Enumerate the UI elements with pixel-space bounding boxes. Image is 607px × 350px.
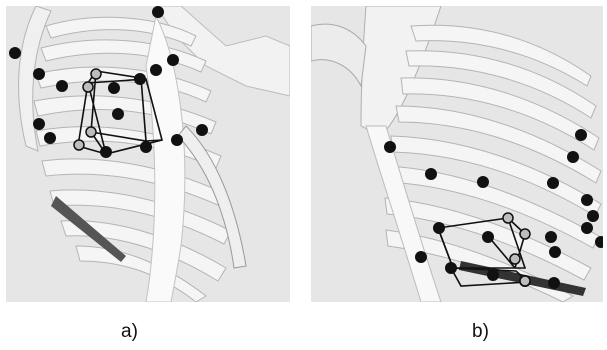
panel-a-viewport — [6, 6, 290, 302]
panel-a-caption: a) — [121, 321, 138, 343]
panel-b-viewport — [311, 6, 603, 302]
panel-a-skeleton-render — [6, 6, 290, 302]
panel-b-caption: b) — [472, 321, 489, 343]
panel-b-skeleton-render — [311, 6, 603, 302]
humerus-shape — [311, 24, 366, 86]
